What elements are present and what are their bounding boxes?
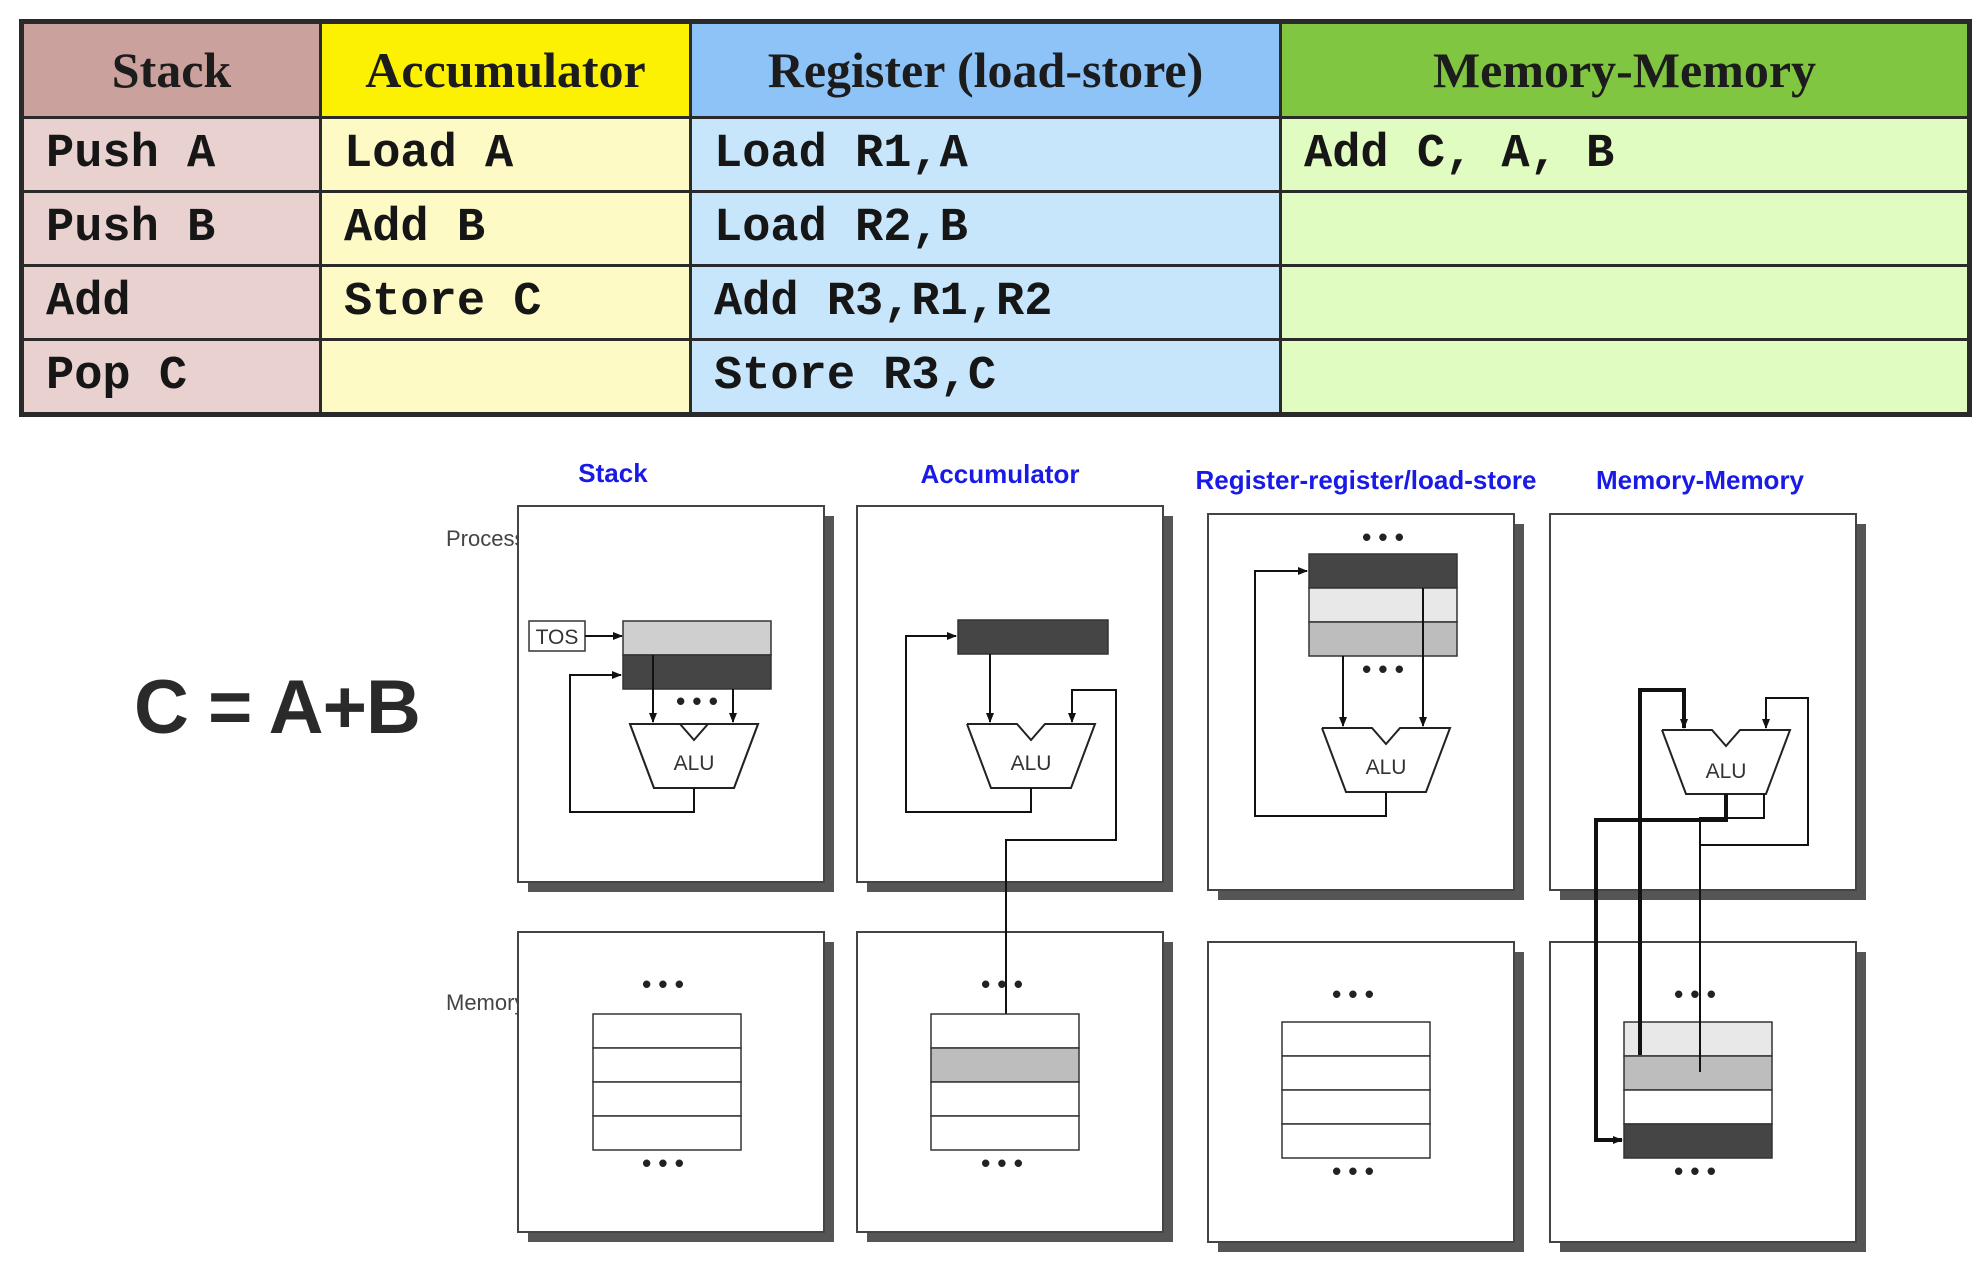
equation-label: C = A+B xyxy=(134,665,421,750)
table-cell: Add R3,R1,R2 xyxy=(689,264,1282,341)
table-row: Add Store C Add R3,R1,R2 xyxy=(20,264,1971,341)
register-column: • • • • • • ALU • • • • • • xyxy=(1207,513,1524,1252)
alu-shape xyxy=(1661,729,1792,795)
table-cell: Load A xyxy=(319,116,692,193)
title-memory-memory: Memory-Memory xyxy=(1596,465,1805,495)
accumulator-column: ALU • • • • • • xyxy=(856,505,1173,1242)
memory-memory-column: ALU • • • • • • xyxy=(1549,513,1866,1252)
memory-cell-c xyxy=(1623,1123,1773,1159)
accumulator-register xyxy=(957,619,1109,655)
register-r3 xyxy=(1308,621,1458,657)
table-row: Push A Load A Load R1,A Add C, A, B xyxy=(20,116,1971,193)
ellipsis-icon: • • • xyxy=(981,1148,1023,1178)
processor-panel xyxy=(1549,513,1857,891)
table-cell xyxy=(1279,264,1971,341)
alu-label: ALU xyxy=(1366,756,1407,779)
header-accumulator: Accumulator xyxy=(319,20,692,119)
memory-cell-highlight xyxy=(930,1047,1080,1083)
ellipsis-icon: • • • xyxy=(981,969,1023,999)
table-row: Pop C Store R3,C xyxy=(20,338,1971,416)
title-register: Register-register/load-store xyxy=(1196,465,1537,495)
table-cell: Add B xyxy=(319,190,692,267)
alu-shape xyxy=(1321,727,1452,793)
ellipsis-icon: • • • xyxy=(1362,654,1404,684)
table-cell: Load R1,A xyxy=(689,116,1282,193)
isa-comparison-table: Stack Accumulator Register (load-store) … xyxy=(19,19,1972,417)
table-cell xyxy=(1279,190,1971,267)
ellipsis-icon: • • • xyxy=(1674,1156,1716,1186)
memory-label: Memory xyxy=(446,990,525,1015)
alu-label: ALU xyxy=(1011,752,1052,775)
header-register: Register (load-store) xyxy=(689,20,1282,119)
ellipsis-icon: • • • xyxy=(642,969,684,999)
header-stack: Stack xyxy=(20,20,322,119)
table-cell: Add xyxy=(20,264,322,341)
table-cell: Store R3,C xyxy=(689,338,1282,416)
processor-panel xyxy=(856,505,1164,883)
ellipsis-icon: • • • xyxy=(642,1148,684,1178)
table-cell: Store C xyxy=(319,264,692,341)
table-header-row: Stack Accumulator Register (load-store) … xyxy=(20,20,1971,119)
ellipsis-icon: • • • xyxy=(1674,979,1716,1009)
tos-label: TOS xyxy=(536,626,579,649)
stack-column: TOS • • • ALU • • • • • • xyxy=(517,505,834,1242)
ellipsis-icon: • • • xyxy=(1332,1156,1374,1186)
title-accumulator: Accumulator xyxy=(921,459,1080,489)
table-row: Push B Add B Load R2,B xyxy=(20,190,1971,267)
register-r1 xyxy=(1308,553,1458,589)
table-cell: Add C, A, B xyxy=(1279,116,1971,193)
memory-cell-b xyxy=(1623,1055,1773,1091)
processor-panel xyxy=(517,505,825,883)
header-memory-memory: Memory-Memory xyxy=(1279,20,1971,119)
table-cell: Push A xyxy=(20,116,322,193)
stack-top-register xyxy=(622,620,772,656)
alu-shape xyxy=(966,723,1097,789)
table-cell: Load R2,B xyxy=(689,190,1282,267)
table-cell: Push B xyxy=(20,190,322,267)
register-r2 xyxy=(1308,587,1458,623)
stack-second-register xyxy=(622,654,772,690)
ellipsis-icon: • • • xyxy=(1332,979,1374,1009)
table-cell xyxy=(1279,338,1971,416)
table-cell: Pop C xyxy=(20,338,322,416)
ellipsis-icon: • • • xyxy=(676,686,718,716)
table-cell xyxy=(319,338,692,416)
tos-box xyxy=(528,620,586,652)
alu-label: ALU xyxy=(1706,760,1747,783)
alu-label: ALU xyxy=(674,752,715,775)
title-stack: Stack xyxy=(578,458,648,488)
memory-cell-a xyxy=(1623,1021,1773,1057)
ellipsis-icon: • • • xyxy=(1362,522,1404,552)
